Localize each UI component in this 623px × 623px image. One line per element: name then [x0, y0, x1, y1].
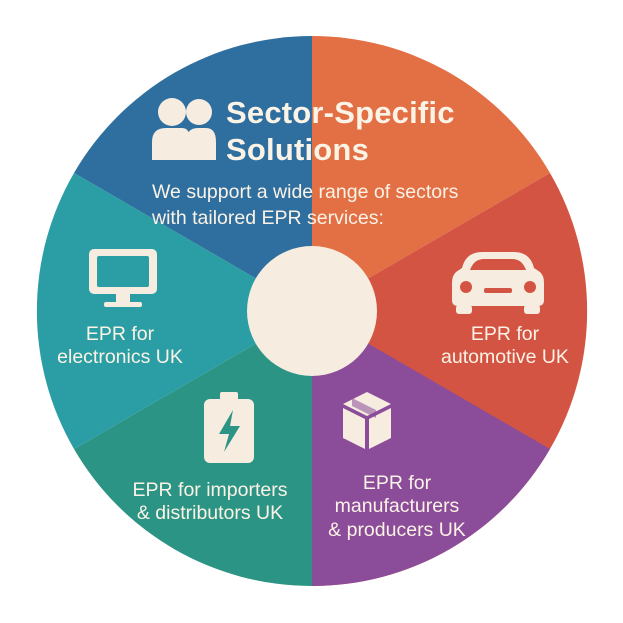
sector-label-line: EPR for — [85, 323, 155, 345]
page-title: Sector-Specific Solutions — [226, 95, 455, 168]
sector-label-line: EPR for — [470, 323, 540, 345]
sector-label-line: & distributors UK — [136, 502, 284, 525]
car-icon — [452, 252, 544, 314]
segment-blue — [74, 35, 312, 311]
segment-green — [74, 311, 312, 587]
center-circle — [247, 246, 377, 376]
subtitle-line-1: We support a wide range of sectors — [152, 181, 459, 203]
sector-label-line: EPR for — [362, 472, 432, 494]
segment-teal — [36, 173, 312, 449]
battery-icon — [204, 392, 254, 463]
sector-label-manufacturers: EPR for manufacturers & producers UK — [312, 472, 482, 542]
sector-label-importers: EPR for importers & distributors UK — [110, 479, 310, 526]
sector-label-electronics: EPR for electronics UK — [50, 323, 190, 370]
sector-label-line: manufacturers — [334, 495, 460, 518]
sector-label-line: & producers UK — [328, 518, 466, 541]
sector-label-automotive: EPR for automotive UK — [420, 323, 590, 370]
title-line-1: Sector-Specific — [226, 95, 455, 130]
wheel-segments — [36, 35, 588, 587]
segment-orange — [312, 35, 550, 312]
box-icon — [343, 392, 391, 449]
subtitle-line-2: with tailored EPR services: — [152, 206, 384, 229]
segment-purple — [312, 311, 550, 587]
sector-label-line: automotive UK — [441, 346, 569, 369]
monitor-icon — [89, 249, 157, 307]
people-icon — [152, 98, 216, 160]
subtitle: We support a wide range of sectors with … — [152, 180, 458, 232]
sector-label-line: electronics UK — [57, 346, 183, 369]
title-line-2: Solutions — [226, 131, 370, 167]
sector-label-line: EPR for importers — [132, 479, 288, 501]
